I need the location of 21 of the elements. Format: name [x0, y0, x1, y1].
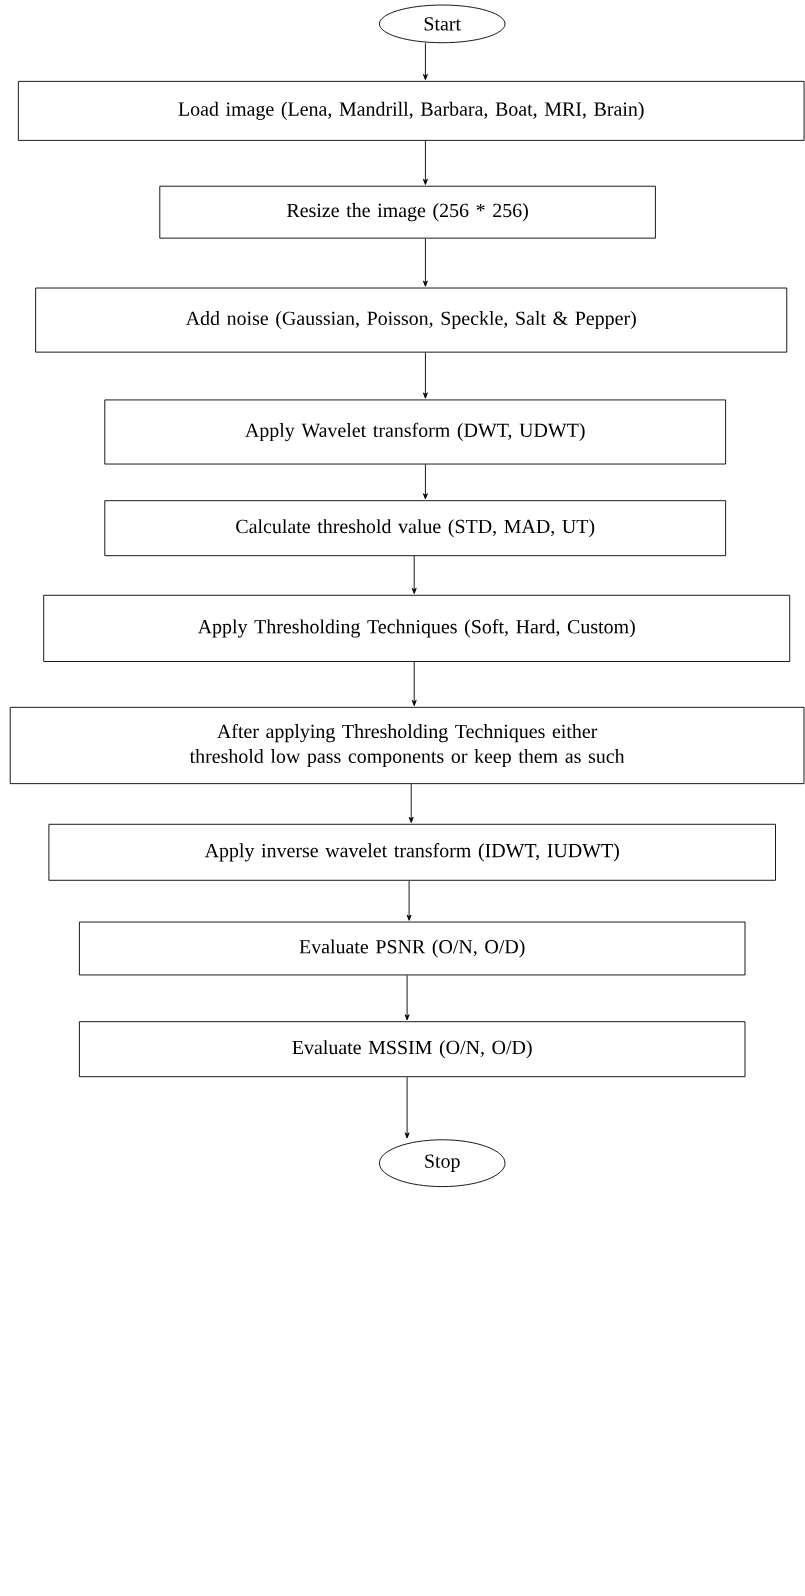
process-box: After applying Thresholding Techniques either threshold low pass components or keep them as such: [9, 706, 805, 785]
process-box: Evaluate MSSIM (O/N, O/D): [78, 1021, 746, 1078]
arrow: [406, 880, 412, 921]
process-box: Apply inverse wavelet transform (IDWT, IUDWT): [48, 823, 776, 881]
process-box: Add noise (Gaussian, Poisson, Speckle, Salt & Pepper): [35, 287, 788, 353]
arrow: [422, 352, 428, 399]
arrow: [422, 464, 428, 500]
arrow: [404, 1076, 410, 1139]
process-box: Load image (Lena, Mandrill, Barbara, Boat, MRI, Brain): [17, 80, 805, 141]
arrow: [408, 783, 414, 823]
arrow: [422, 238, 428, 287]
arrow: [404, 974, 410, 1021]
process-box: Evaluate PSNR (O/N, O/D): [78, 921, 746, 976]
arrow: [422, 42, 428, 81]
arrow: [411, 555, 417, 594]
arrow: [411, 661, 417, 707]
process-box: Apply Thresholding Techniques (Soft, Hard, Custom): [43, 594, 791, 662]
process-box: Calculate threshold value (STD, MAD, UT): [104, 500, 727, 557]
arrow: [422, 140, 428, 185]
process-box: Apply Wavelet transform (DWT, UDWT): [104, 399, 727, 465]
process-box: Resize the image (256 * 256): [159, 185, 656, 239]
